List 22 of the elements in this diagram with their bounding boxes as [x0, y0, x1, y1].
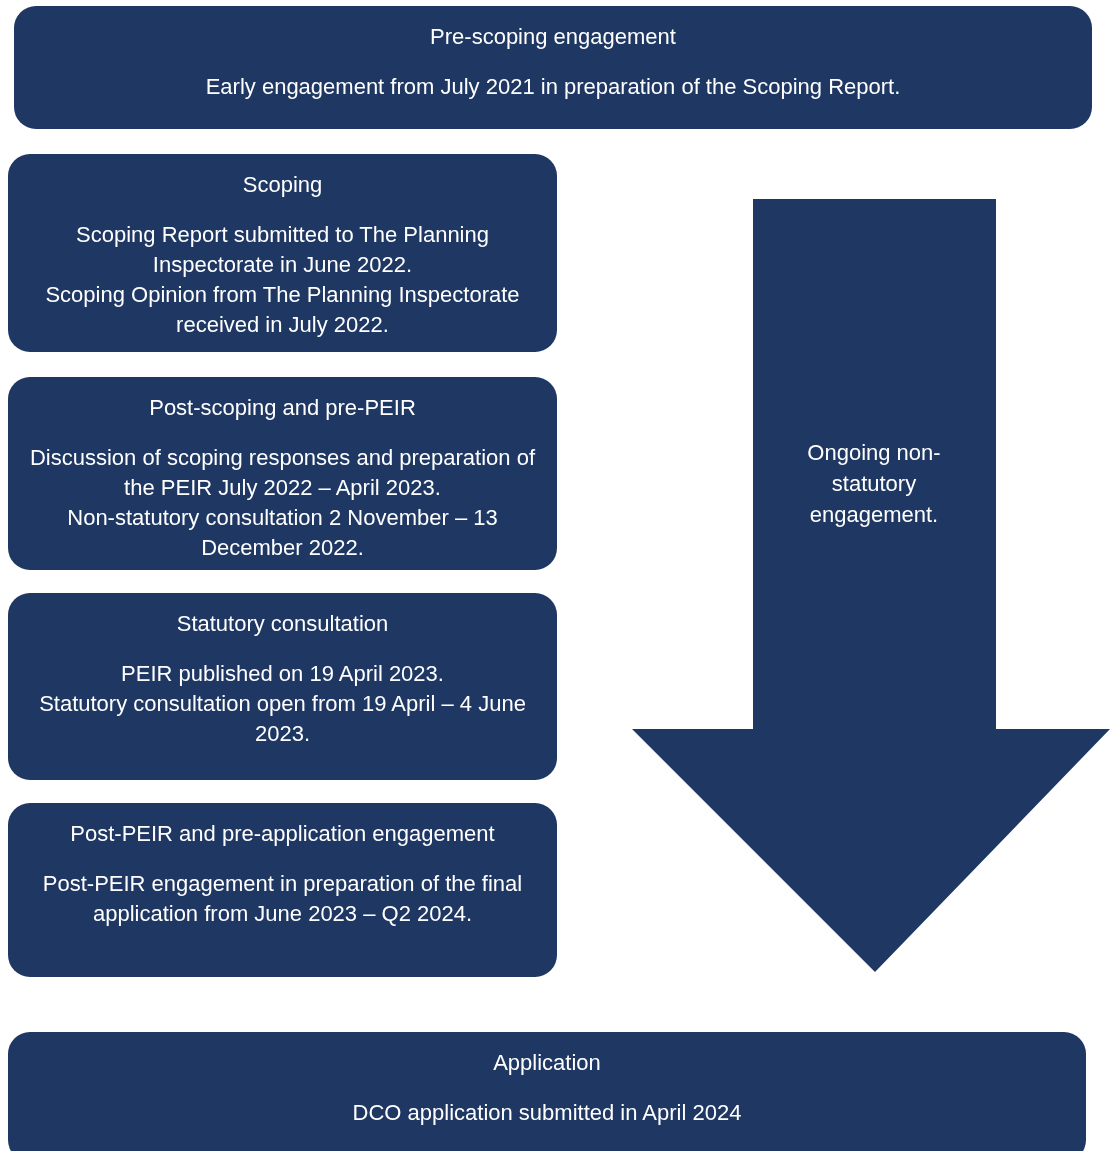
stage-box: [8, 593, 557, 780]
stage-heading: Scoping: [241, 171, 324, 199]
stage-heading: Application: [492, 1049, 602, 1077]
stage-description: Statutory consultation open from 19 April – 4 June 2023.: [38, 690, 527, 748]
stage-box: [8, 377, 557, 570]
stage-box: [8, 803, 557, 977]
stage-description: Post-PEIR engagement in preparation of the final application from June 2023 – Q2 2024.: [41, 870, 524, 928]
stage-box: [8, 154, 557, 352]
stage-heading: Post-PEIR and pre-application engagement: [69, 820, 496, 848]
stage-description: Early engagement from July 2021 in preparation of the Scoping Report.: [204, 73, 902, 101]
arrow-label: Ongoing non-statutory engagement.: [806, 439, 942, 529]
stage-description: Scoping Opinion from The Planning Inspectorate received in July 2022.: [44, 281, 521, 339]
stage-description: PEIR published on 19 April 2023.: [120, 660, 445, 688]
stage-description: Discussion of scoping responses and preparation of the PEIR July 2022 – April 2023.: [28, 444, 537, 502]
stage-description: Scoping Report submitted to The Planning Inspectorate in June 2022.: [75, 221, 490, 279]
stage-description: DCO application submitted in April 2024: [351, 1099, 743, 1127]
stage-box: [14, 6, 1092, 129]
stage-heading: Pre-scoping engagement: [429, 23, 677, 51]
stage-box: [8, 1032, 1086, 1151]
stage-heading: Statutory consultation: [175, 610, 390, 638]
stage-heading: Post-scoping and pre-PEIR: [148, 394, 417, 422]
stage-description: Non-statutory consultation 2 November – 13 December 2022.: [66, 504, 499, 562]
